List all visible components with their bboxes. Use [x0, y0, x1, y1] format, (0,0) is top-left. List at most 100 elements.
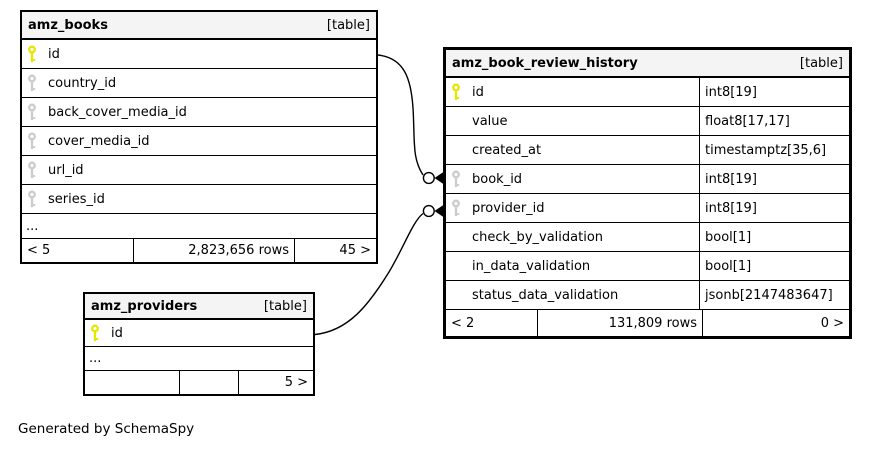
row-count	[180, 371, 239, 394]
column-name-cell: ...	[85, 347, 313, 370]
column-type: int8[19]	[705, 171, 757, 187]
column-row-url_id: url_id	[22, 156, 376, 185]
table-type-badge: [table]	[326, 17, 370, 33]
column-type: bool[1]	[705, 258, 752, 274]
column-row-cover_media_id: cover_media_id	[22, 127, 376, 156]
column-name-cell: id	[22, 40, 376, 68]
hidden-children-indicator: 5 >	[284, 375, 308, 390]
hidden-parents-indicator: < 2	[446, 310, 538, 336]
column-name: in_data_validation	[472, 258, 591, 274]
column-row-country_id: country_id	[22, 69, 376, 98]
column-row-id: id	[85, 320, 313, 347]
table-header[interactable]: amz_book_review_history [table]	[446, 50, 849, 78]
foreign-key-icon	[452, 170, 460, 188]
fk-circle-icon	[422, 204, 435, 218]
column-name: value	[472, 113, 508, 129]
column-name-cell: id	[446, 78, 700, 106]
column-type: int8[19]	[705, 84, 757, 100]
hidden-children-indicator: 0 >	[820, 315, 844, 331]
key-icon-slot	[450, 83, 472, 101]
column-name: book_id	[472, 171, 523, 187]
table-footer: < 2 131,809 rows 0 >	[446, 310, 849, 336]
foreign-key-icon	[452, 199, 460, 217]
column-name-cell: url_id	[22, 156, 376, 184]
column-name-cell: series_id	[22, 185, 376, 213]
column-type: jsonb[2147483647]	[705, 287, 833, 303]
foreign-key-icon	[28, 103, 36, 121]
foreign-key-icon	[28, 74, 36, 92]
hidden-parents-indicator	[85, 371, 180, 394]
column-row-book_id: book_id int8[19]	[446, 165, 849, 194]
column-name-cell: book_id	[446, 165, 700, 193]
column-name: created_at	[472, 142, 542, 158]
table-header[interactable]: amz_providers [table]	[85, 294, 313, 320]
column-name-cell: back_cover_media_id	[22, 98, 376, 126]
table-type-badge: [table]	[799, 55, 843, 71]
table-node-amz-books[interactable]: amz_books [table] id country_id back_cover…	[20, 10, 378, 264]
column-row-in_data_validation: in_data_validation bool[1]	[446, 252, 849, 281]
column-row-id: id	[22, 40, 376, 69]
key-icon-slot	[26, 74, 48, 92]
row-count: 131,809 rows	[538, 310, 703, 336]
column-name-cell: ...	[22, 214, 376, 238]
column-name-cell: value	[446, 107, 700, 135]
hidden-columns-row: ...	[85, 347, 313, 371]
fk-arrowhead-icon	[434, 172, 443, 184]
column-name: back_cover_media_id	[48, 104, 187, 120]
column-row-created_at: created_at timestamptz[35,6]	[446, 136, 849, 165]
key-icon-slot	[26, 45, 48, 63]
foreign-key-icon	[28, 190, 36, 208]
table-node-amz-providers[interactable]: amz_providers [table] id... 5 >	[83, 292, 315, 396]
key-icon-slot	[450, 199, 472, 217]
column-name-cell: in_data_validation	[446, 252, 700, 280]
hidden-parents-indicator: < 5	[22, 239, 134, 262]
table-name: amz_book_review_history	[452, 55, 638, 71]
column-name: id	[48, 46, 60, 62]
column-name: id	[472, 84, 484, 100]
table-name: amz_books	[28, 17, 108, 33]
column-name-cell: created_at	[446, 136, 700, 164]
key-icon-slot	[26, 132, 48, 150]
table-footer: 5 >	[85, 371, 313, 394]
foreign-key-icon	[28, 161, 36, 179]
column-name: ...	[89, 351, 102, 366]
fk-edge-books-id-to-book-id	[377, 54, 443, 185]
fk-edge-providers-id-to-provider-id	[314, 204, 443, 336]
column-name-cell: cover_media_id	[22, 127, 376, 155]
column-name-cell: country_id	[22, 69, 376, 97]
column-name: check_by_validation	[472, 229, 604, 245]
foreign-key-icon	[28, 132, 36, 150]
column-name-cell: status_data_validation	[446, 281, 700, 309]
generator-credit: Generated by SchemaSpy	[18, 421, 195, 437]
column-name: cover_media_id	[48, 133, 150, 149]
column-name: country_id	[48, 75, 117, 91]
column-type: timestamptz[35,6]	[705, 142, 827, 158]
hidden-children-indicator: 45 >	[339, 243, 371, 258]
key-icon-slot	[89, 324, 111, 342]
primary-key-icon	[91, 324, 99, 342]
primary-key-icon	[452, 83, 460, 101]
column-name-cell: check_by_validation	[446, 223, 700, 251]
fk-arrowhead-icon	[434, 205, 443, 217]
column-row-back_cover_media_id: back_cover_media_id	[22, 98, 376, 127]
row-count: 2,823,656 rows	[134, 239, 295, 262]
table-header[interactable]: amz_books [table]	[22, 12, 376, 40]
column-name: id	[111, 325, 123, 341]
column-name: ...	[26, 218, 39, 234]
table-node-amz-book-review-history[interactable]: amz_book_review_history [table] id int8[1…	[443, 47, 852, 339]
column-row-check_by_validation: check_by_validation bool[1]	[446, 223, 849, 252]
column-type: int8[19]	[705, 200, 757, 216]
key-icon-slot	[26, 103, 48, 121]
column-name: url_id	[48, 162, 84, 178]
key-icon-slot	[450, 170, 472, 188]
column-name: status_data_validation	[472, 287, 619, 303]
primary-key-icon	[28, 45, 36, 63]
table-name: amz_providers	[91, 298, 198, 314]
column-name-cell: id	[85, 320, 313, 346]
column-name-cell: provider_id	[446, 194, 700, 222]
key-icon-slot	[26, 190, 48, 208]
column-type: bool[1]	[705, 229, 752, 245]
column-name: series_id	[48, 191, 105, 207]
key-icon-slot	[26, 161, 48, 179]
